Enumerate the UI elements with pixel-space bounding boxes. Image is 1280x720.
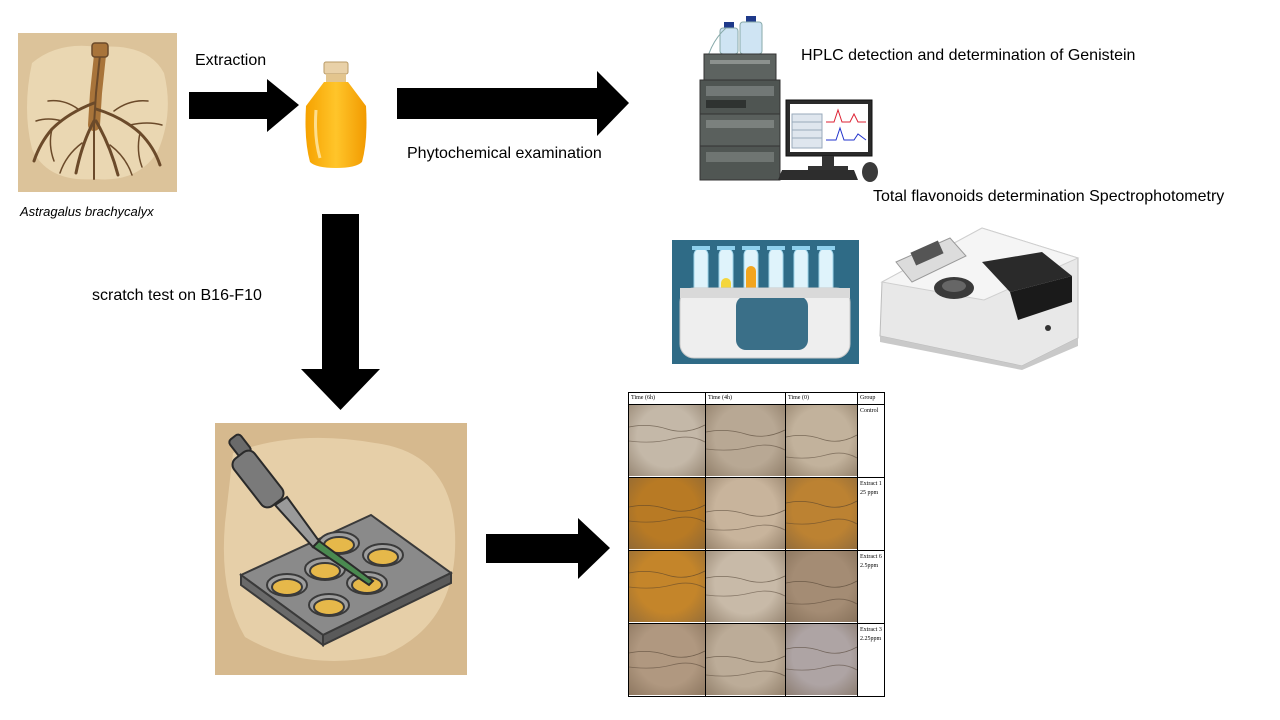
- header-time-6h: Time (6h): [628, 392, 706, 405]
- table-arrow: [486, 518, 610, 579]
- group-label: Control: [857, 404, 885, 478]
- oil-bottle-icon: [302, 60, 370, 170]
- test-tube-rim: [742, 246, 760, 250]
- micrograph-cell: [786, 551, 857, 622]
- header-time-4h: Time (4h): [705, 392, 786, 405]
- group-label: Extract 62.5ppm: [857, 550, 885, 624]
- scratch-down-arrow: [301, 214, 380, 410]
- phytochemical-arrow: [397, 71, 629, 136]
- micrograph-cell: [786, 478, 857, 549]
- extraction-arrow: [189, 79, 299, 132]
- micrograph-cell: [629, 551, 705, 622]
- group-label: Extract 125 ppm: [857, 477, 885, 551]
- micrograph-cell: [786, 405, 857, 476]
- phytochemical-label: Phytochemical examination: [407, 145, 602, 162]
- micrograph-cell: [786, 624, 857, 695]
- micrograph-cell: [629, 405, 705, 476]
- test-tube-rack-icon: [672, 240, 859, 364]
- spectrophotometer-icon: [872, 222, 1090, 370]
- table-row: Extract 32.25ppm: [628, 623, 885, 697]
- test-tube-rim: [792, 246, 810, 250]
- header-group: Group: [857, 392, 885, 405]
- micrograph-cell: [706, 478, 785, 549]
- flavonoids-label: Total flavonoids determination Spectroph…: [873, 188, 1225, 205]
- header-time-0: Time (0): [785, 392, 858, 405]
- root-illustration: [18, 33, 177, 192]
- micrograph-cell: [706, 551, 785, 622]
- scratch-label: scratch test on B16-F10: [92, 287, 262, 304]
- hplc-computer-icon: [698, 14, 888, 184]
- table-row: Control: [628, 404, 885, 478]
- test-tube-rim: [717, 246, 735, 250]
- test-tube-rim: [817, 246, 835, 250]
- hplc-label: HPLC detection and determination of Geni…: [801, 47, 1136, 64]
- test-tube-rim: [767, 246, 785, 250]
- plant-name-caption: Astragalus brachycalyx: [20, 204, 154, 219]
- micrograph-cell: [629, 478, 705, 549]
- micrograph-cell: [706, 405, 785, 476]
- pipette-well-plate-icon: [215, 423, 467, 675]
- table-row: Extract 125 ppm: [628, 477, 885, 551]
- test-tube-rim: [692, 246, 710, 250]
- group-label: Extract 32.25ppm: [857, 623, 885, 697]
- scratch-results-table: Time (6h) Time (4h) Time (0) Group Contr…: [628, 392, 885, 697]
- table-row: Extract 62.5ppm: [628, 550, 885, 624]
- micrograph-cell: [706, 624, 785, 695]
- extraction-label: Extraction: [195, 52, 267, 69]
- micrograph-cell: [629, 624, 705, 695]
